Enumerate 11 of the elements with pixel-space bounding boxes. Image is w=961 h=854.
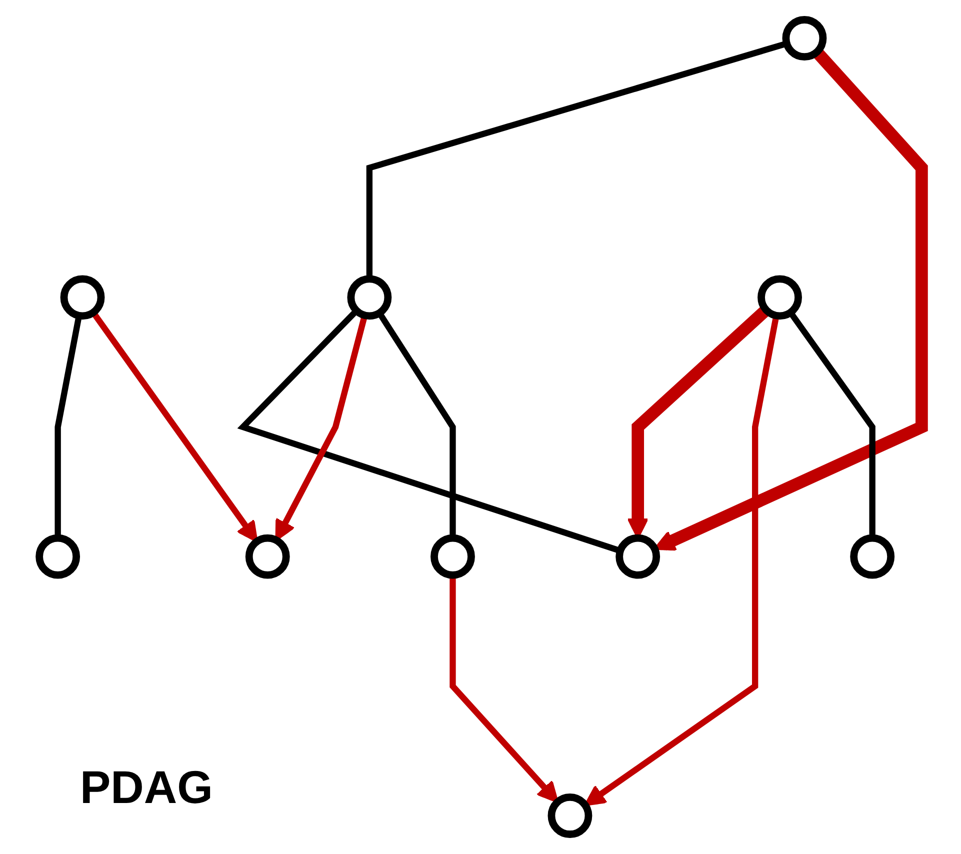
node-ellipse	[430, 534, 475, 579]
node-ellipse	[60, 275, 105, 320]
node-ellipse	[347, 275, 392, 320]
node-ellipse	[548, 794, 592, 838]
node-ellipse	[850, 534, 895, 579]
diagram-label: PDAG	[80, 760, 213, 814]
node-ellipse	[616, 534, 660, 579]
node-ellipse	[245, 534, 290, 579]
node-ellipse	[758, 275, 802, 320]
node-ellipse	[36, 534, 80, 579]
node-ellipse	[782, 16, 827, 60]
